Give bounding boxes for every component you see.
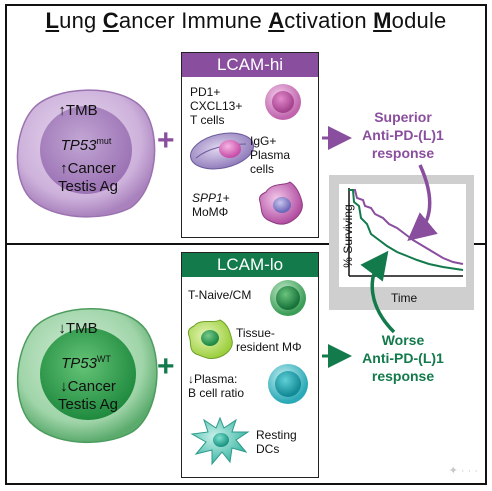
km-x-label: Time: [391, 291, 418, 305]
dendritic-cell-icon: [190, 416, 250, 466]
t-cell-lo-icon: [270, 280, 306, 316]
cell-label-igg-plasma: IgG+ Plasma cells: [250, 134, 291, 176]
tumor-hi-gene-sup: mut: [96, 136, 112, 146]
survival-plot-panel: % Surviving Time: [329, 175, 474, 310]
tumor-cell-lo: [16, 308, 158, 444]
cell-label-plasma-b-ratio: ↓Plasma: B cell ratio: [188, 372, 245, 400]
cell-label-tissue-resident: Tissue- resident MΦ: [236, 326, 302, 354]
plus-sign-lo: +: [157, 350, 175, 383]
plus-sign-hi: +: [157, 124, 175, 157]
survival-curve-hi: [349, 189, 464, 265]
macrophage-hi-icon: [259, 181, 303, 225]
plasma-cell-icon: [190, 132, 254, 170]
arrow-hi-to-curve: [407, 164, 438, 241]
tumor-hi-line1: ↑TMB: [58, 102, 98, 119]
arrow-lo-to-curve: [360, 250, 396, 334]
response-hi-line3: response: [371, 145, 435, 161]
panel-divider: [5, 243, 487, 245]
response-lo-line3: response: [371, 368, 435, 384]
tumor-lo-gene-name: TP53: [61, 355, 97, 372]
tumor-hi-line3: ↑Cancer: [60, 160, 116, 177]
title-part: ctivation: [284, 8, 374, 33]
cell-label-pd1-t: PD1+ CXCL13+ T cells: [190, 85, 243, 127]
tumor-hi-gene-name: TP53: [60, 137, 97, 154]
figure-title: Lung Cancer Immune Activation Module: [0, 8, 492, 34]
t-cell-hi-icon: [265, 84, 301, 120]
tumor-lo-line3: ↓Cancer: [60, 378, 116, 395]
response-lo-line2: Anti-PD-(L)1: [362, 350, 444, 366]
cell-label-resting-dcs: Resting DCs: [256, 428, 297, 456]
title-part: odule: [391, 8, 447, 33]
title-part: C: [102, 8, 119, 33]
title-part: A: [268, 8, 285, 33]
survival-curve-lo: [349, 189, 464, 271]
cell-label-spp1-rest: + MoMΦ: [192, 191, 230, 219]
cell-label-spp1: SPP1: [192, 191, 223, 205]
lcam-hi-header: LCAM-hi: [182, 53, 318, 77]
response-hi-line2: Anti-PD-(L)1: [362, 127, 444, 143]
lcam-lo-header: LCAM-lo: [182, 253, 318, 277]
response-hi-line1: Superior: [374, 109, 432, 125]
tumor-cell-hi: [16, 89, 156, 218]
title-part: ancer Immune: [118, 8, 269, 33]
cell-label-t-naive: T-Naive/CM: [188, 288, 252, 302]
tumor-lo-gene: TP53WT: [36, 350, 136, 373]
tumor-lo-line1: ↓TMB: [58, 320, 98, 337]
tumor-lo-line4: Testis Ag: [57, 396, 119, 413]
tissue-macrophage-icon: [187, 319, 233, 359]
watermark: ✦ · · ·: [448, 465, 478, 477]
tumor-lo-gene-sup: WT: [96, 354, 111, 364]
title-part: ung: [59, 8, 103, 33]
title-part: L: [45, 8, 60, 33]
b-cell-icon: [268, 364, 308, 404]
title-part: M: [373, 8, 392, 33]
tumor-hi-line4: Testis Ag: [57, 178, 119, 195]
survival-plot: [339, 184, 466, 287]
cell-label-spp1-mom: SPP1+ MoMΦ: [192, 191, 230, 219]
response-lo-line1: Worse: [381, 332, 425, 348]
tumor-hi-gene: TP53mut: [36, 132, 136, 155]
